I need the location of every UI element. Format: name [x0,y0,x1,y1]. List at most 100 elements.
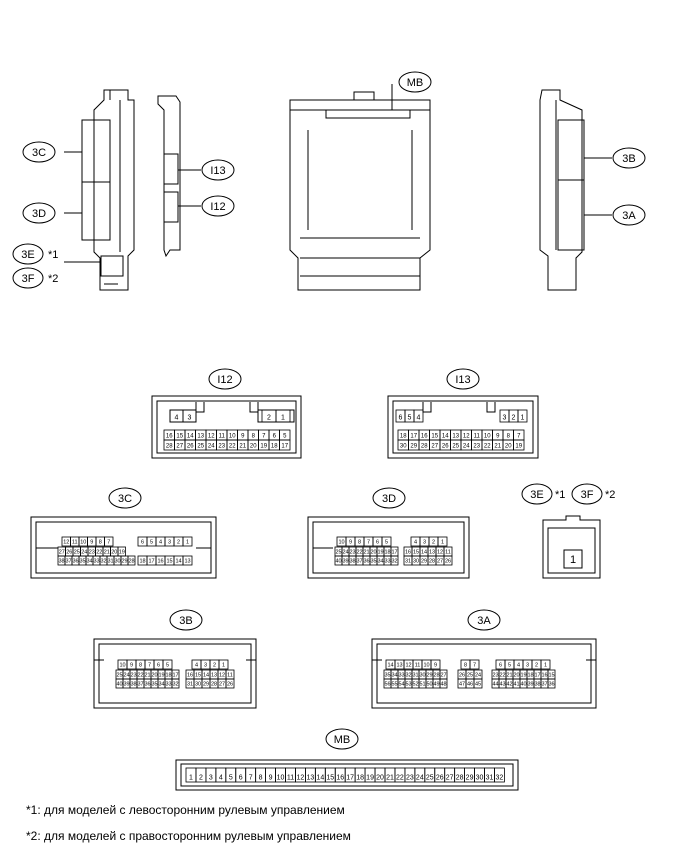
connector-3e-note: *1 [555,489,565,501]
mb-pin: 23 [406,775,414,782]
i12-top-right-pin: 1 [281,415,285,422]
callout-3f: 3F *2 [12,267,58,289]
c3d-g2-row2-pin: 12 [437,550,443,556]
c3b-g2-row3-pin: 31 [187,682,193,688]
c3a-g3-row2-pin: 22 [499,673,505,679]
i13-top-right-pin: 2 [512,415,516,422]
c3d-g2-row3-cell [443,555,453,566]
callout-i12-text: I12 [210,201,225,213]
i12-row2-cell [279,439,291,451]
mb-pin: 1 [189,775,193,782]
c3a-g3-row1-pin: 1 [544,663,547,669]
c3c-g2-row1-cell [182,536,193,547]
c3a-g3-row3-pin: 40 [520,682,526,688]
mb-pin: 32 [496,775,504,782]
c3d-g1-row1-pin: 6 [376,540,379,546]
c3c-g2-row1-pin: 3 [168,540,171,546]
c3a-g1-row3-pin: 55 [391,682,397,688]
mb-pin: 18 [356,775,364,782]
mb-pin: 8 [259,775,263,782]
c3d-g1-row3-pin: 40 [335,559,341,565]
mb-pin: 24 [416,775,424,782]
i13-row1-pin: 16 [421,434,428,440]
callout-3c: 3C [22,141,56,163]
i13-row1-pin: 12 [463,434,470,440]
c3d-g1-row1-pin: 9 [349,540,352,546]
c3c-g1-row3-pin: 35 [79,559,85,565]
c3b-g1-row2-pin: 22 [137,673,143,679]
c3a-g1-row2-pin: 32 [405,673,411,679]
c3a-g3-row3-pin: 44 [492,682,498,688]
i13-row2-pin: 19 [515,444,522,450]
i13-row1-pin: 14 [442,434,449,440]
c3a-g1-row1-pin: 12 [405,663,411,669]
c3a-g1-row3-pin: 48 [440,682,446,688]
c3b-g1-row1-cell [162,659,173,670]
c3a-g3-row2-pin: 21 [506,673,512,679]
i12-row2-pin: 23 [218,444,225,450]
i12-row1-pin: 11 [219,434,226,440]
c3d-g1-row2-pin: 18 [384,550,390,556]
connector-3e-3f-pin-1: 1 [570,554,576,566]
c3a-g3-row3-cell [547,678,556,689]
i12-row1-pin: 15 [176,434,183,440]
c3a-g3-row1-pin: 3 [526,663,529,669]
mb-pin: 29 [466,775,474,782]
mb-pin: 13 [306,775,314,782]
c3a-g3-row1-cell [540,659,551,670]
c3c-g1-row3-pin: 32 [100,559,106,565]
c3b-g1-row2-pin: 17 [172,673,178,679]
c3a-g1-row2-pin: 33 [398,673,404,679]
c3b-g1-row3-pin: 37 [137,682,143,688]
callout-3d: 3D [22,202,56,224]
i12-row2-pin: 25 [197,444,204,450]
i13-row1-pin: 7 [517,434,521,440]
i13-top-left-cell [413,409,424,423]
i13-row2-cell [513,439,525,451]
callout-3e: 3E *1 [12,243,58,265]
c3d-g1-row1-pin: 8 [358,540,361,546]
c3c-g1-row2-pin: 26 [66,550,72,556]
c3a-g1-row2-pin: 27 [440,673,446,679]
c3d-g1-row3-pin: 33 [384,559,390,565]
c3d-g1-row2-pin: 17 [391,550,397,556]
callout-3e-text: 3E [21,249,34,261]
c3d-g1-row2-pin: 23 [349,550,355,556]
i13-top-right-cell [517,409,528,423]
c3d-g2-row1-pin: 3 [423,540,426,546]
c3b-g2-row1-pin: 4 [195,663,198,669]
c3a-g3-row3-pin: 39 [527,682,533,688]
c3a-g3-row2-pin: 15 [548,673,554,679]
i12-row2-pin: 21 [239,444,246,450]
callout-3a-top: 3A [612,204,646,226]
c3b-g1-row1-pin: 8 [139,663,142,669]
c3a-g2-row2-pin: 26 [459,673,465,679]
connector-slot-3e-3f [100,255,124,277]
i13-row1-pin: 8 [507,434,511,440]
c3c-g2-row1-pin: 6 [141,540,144,546]
c3c-g2-row2-pin: 15 [166,559,172,565]
i13-row2-pin: 24 [463,444,470,450]
connector-slot-i13 [163,153,179,185]
c3c-g1-row3-pin: 30 [114,559,120,565]
c3a-g2-row3-cell [473,678,483,689]
callout-i12: I12 [201,195,235,217]
callout-3a-top-text: 3A [622,210,636,222]
connector-slot-mb [325,109,411,119]
mb-pin: 19 [366,775,374,782]
i13-row2-pin: 22 [484,444,491,450]
i12-row2-pin: 20 [250,444,257,450]
c3d-g2-row2-pin: 13 [429,550,435,556]
c3d-g2-row3-pin: 30 [413,559,419,565]
c3a-g1-row2-pin: 30 [419,673,425,679]
c3b-g1-row2-pin: 21 [144,673,150,679]
i13-row2-pin: 26 [442,444,449,450]
c3a-g1-row1-pin: 13 [396,663,402,669]
i13-row1-pin: 10 [484,434,491,440]
c3b-g2-row3-pin: 27 [219,682,225,688]
c3a-g1-row2-pin: 29 [426,673,432,679]
c3a-g1-row3-pin: 52 [412,682,418,688]
